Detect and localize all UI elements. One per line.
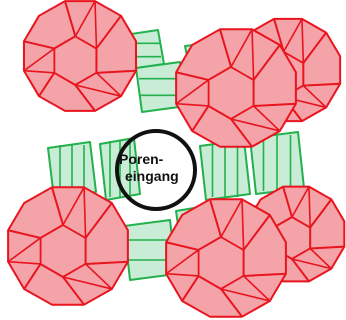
pore-entrance-marker: Poren- eingang xyxy=(117,131,195,209)
pore-label-line1: Poren- xyxy=(119,151,164,167)
sodalite-cage xyxy=(8,187,128,304)
sodalite-cage xyxy=(166,199,286,316)
pore-label-line2: eingang xyxy=(125,168,179,184)
sodalite-cage xyxy=(24,1,136,111)
sodalite-cage xyxy=(176,29,296,146)
